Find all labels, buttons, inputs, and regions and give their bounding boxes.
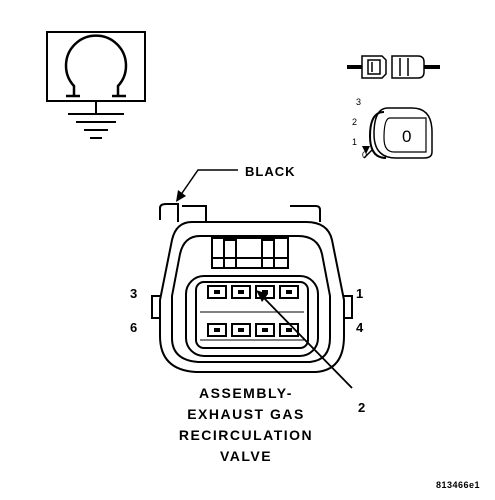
lock-position-0: 0	[362, 150, 367, 160]
figure-id: 813466e1	[436, 480, 480, 490]
item-2-callout: 2	[256, 290, 365, 415]
lock-position-2: 2	[352, 117, 357, 127]
component-title: ASSEMBLY- EXHAUST GAS RECIRCULATION VALV…	[179, 385, 313, 464]
title-line-4: VALVE	[220, 448, 272, 464]
pin-label-3: 3	[130, 286, 137, 301]
pin-label-6: 6	[130, 320, 137, 335]
wire-color-label: BLACK	[245, 164, 296, 179]
lock-position-3: 3	[356, 97, 361, 107]
title-line-2: EXHAUST GAS	[187, 406, 305, 422]
egr-valve-connector	[151, 203, 353, 373]
pin-label-1: 1	[356, 286, 363, 301]
item-number-label: 2	[358, 400, 365, 415]
connector-pair-icon	[347, 55, 440, 79]
lock-face-label: 0	[402, 127, 411, 146]
title-line-1: ASSEMBLY-	[199, 385, 293, 401]
lock-position-1: 1	[352, 137, 357, 147]
ohmmeter-ground-icon	[46, 31, 146, 139]
title-line-3: RECIRCULATION	[179, 427, 313, 443]
connector-lock-position-icon: 3 2 1 0 0	[352, 97, 433, 160]
pin-label-4: 4	[356, 320, 364, 335]
terminal-pins	[214, 290, 292, 332]
black-wire-callout: BLACK	[176, 164, 296, 202]
